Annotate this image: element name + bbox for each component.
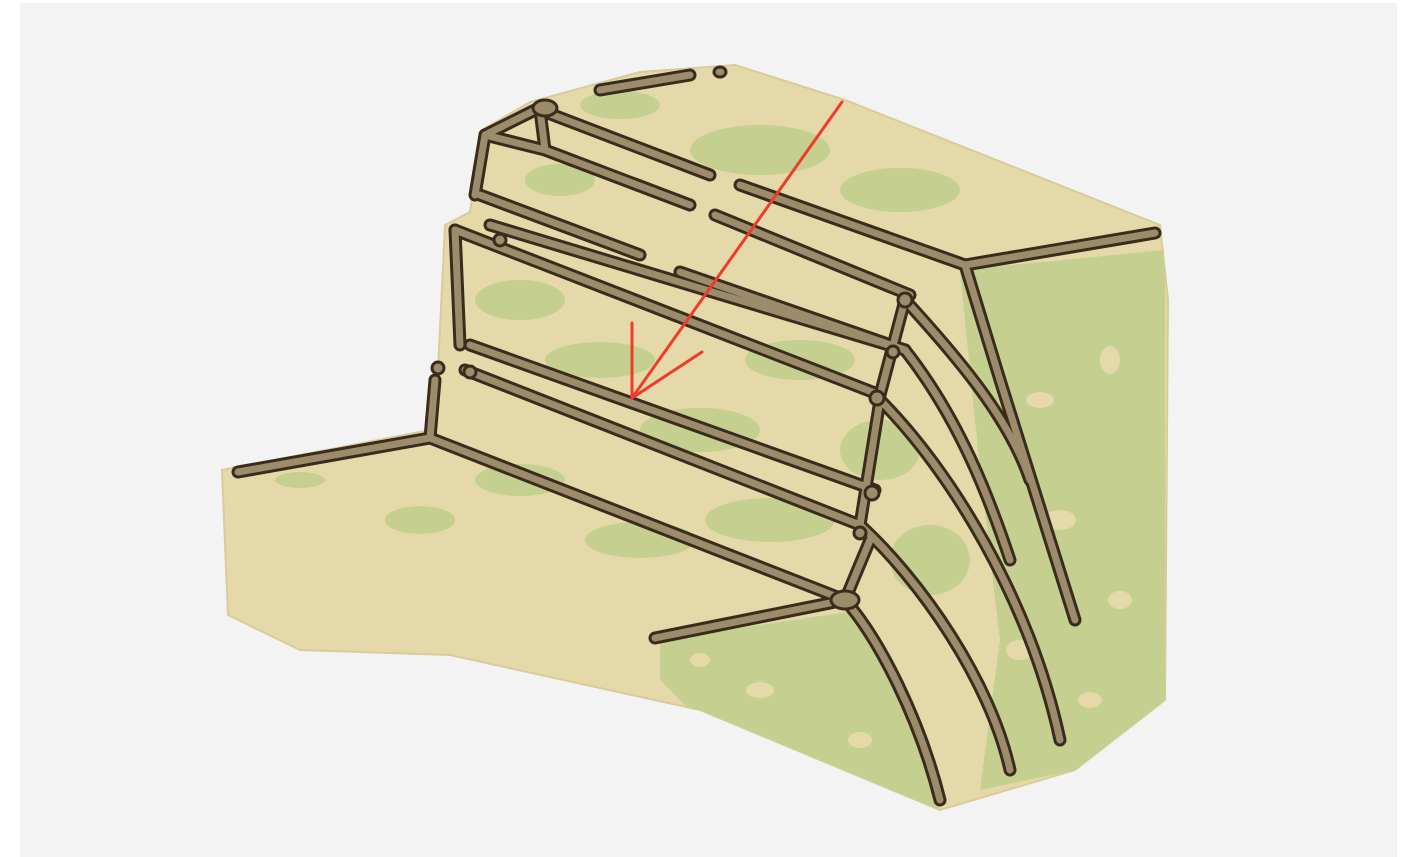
rock-block-diagram [0,0,1402,857]
